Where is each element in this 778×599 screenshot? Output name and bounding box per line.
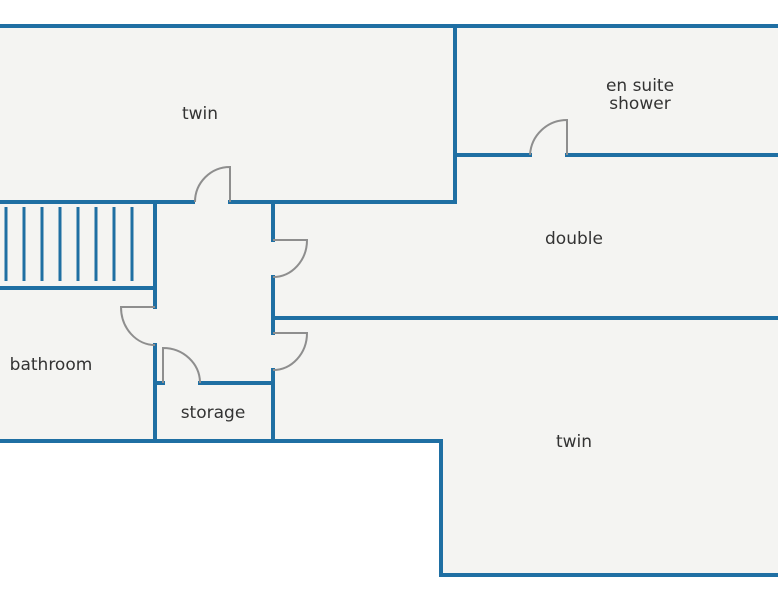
doors: [119, 118, 568, 384]
floor-area: [0, 26, 778, 575]
door-storage: [162, 346, 201, 384]
door-bathroom: [119, 306, 156, 346]
room-label-ensuite-1: en suite: [606, 76, 674, 96]
room-label-twin-bottom: twin: [556, 432, 592, 452]
room-label-twin-top: twin: [182, 104, 218, 124]
stairs: [4, 207, 134, 281]
door-twin-top: [194, 165, 231, 203]
room-label-bathroom: bathroom: [10, 355, 93, 375]
door-twin-bottom: [272, 332, 309, 371]
walls: [0, 24, 778, 577]
room-label-ensuite-2: shower: [609, 94, 670, 114]
room-label-storage: storage: [181, 403, 246, 423]
door-ensuite: [529, 118, 568, 156]
room-label-double: double: [545, 229, 603, 249]
door-double: [272, 239, 309, 278]
